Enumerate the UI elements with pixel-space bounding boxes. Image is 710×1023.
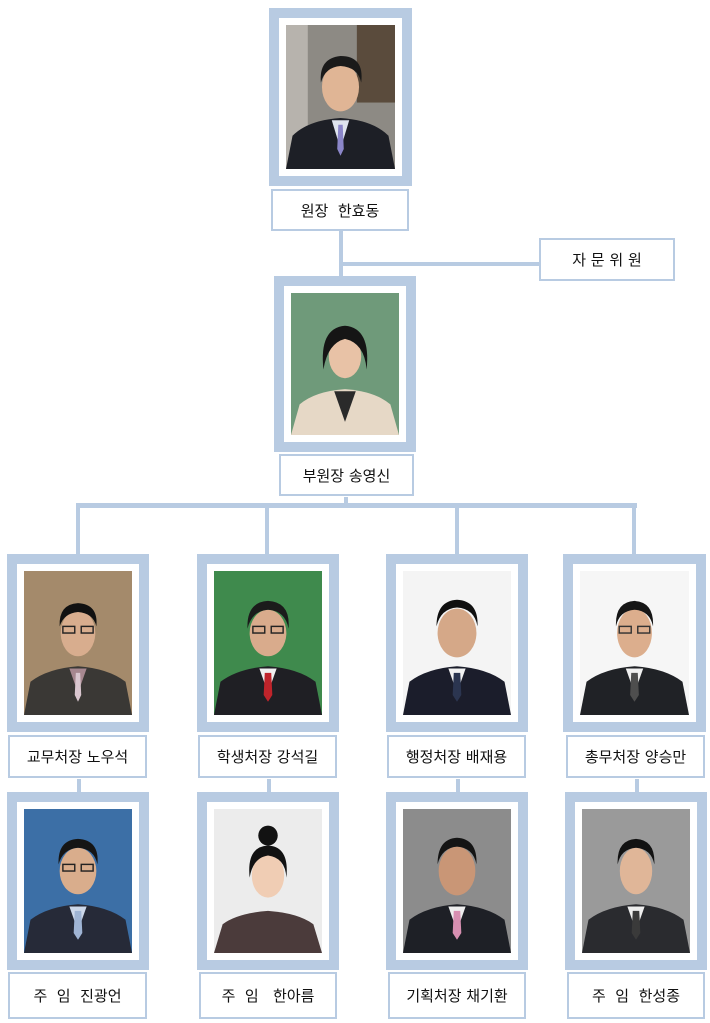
head-2-label: 학생처장 강석길 xyxy=(198,735,337,778)
staff-1-label: 주 임 진광언 xyxy=(8,972,147,1019)
connector-director-vice xyxy=(339,231,343,276)
head-2-photo xyxy=(214,571,322,715)
staff-4-photo-frame xyxy=(565,792,707,970)
head-4-photo-frame xyxy=(563,554,706,732)
director-label: 원장 한효동 xyxy=(271,189,409,231)
staff-4-label: 주 임 한성종 xyxy=(567,972,705,1019)
advisory-label: 자 문 위 원 xyxy=(539,238,675,281)
connector-head-staff-3 xyxy=(456,779,460,793)
head-2-photo-frame xyxy=(197,554,339,732)
staff-3-label: 기획처장 채기환 xyxy=(388,972,526,1019)
connector-head-staff-4 xyxy=(635,779,639,793)
head-3-label: 행정처장 배재용 xyxy=(387,735,526,778)
staff-1-photo xyxy=(24,809,132,953)
connector-drop-1 xyxy=(76,503,80,555)
head-1-photo-frame xyxy=(7,554,149,732)
connector-drop-3 xyxy=(455,503,459,555)
staff-4-photo xyxy=(582,809,690,953)
vice-director-label: 부원장 송영신 xyxy=(279,454,414,496)
head-3-photo-frame xyxy=(386,554,528,732)
staff-2-photo-frame xyxy=(197,792,339,970)
connector-drop-4 xyxy=(632,503,636,555)
staff-1-photo-frame xyxy=(7,792,149,970)
vice-director-photo xyxy=(291,293,399,435)
head-4-label: 총무처장 양승만 xyxy=(566,735,705,778)
connector-vice-branch xyxy=(344,497,348,505)
director-photo xyxy=(286,25,395,169)
vice-director-photo-frame xyxy=(274,276,416,452)
connector-head-staff-2 xyxy=(267,779,271,793)
connector-horizontal-bus xyxy=(76,503,637,508)
head-1-label: 교무처장 노우석 xyxy=(8,735,147,778)
staff-2-label: 주 임 한아름 xyxy=(199,972,337,1019)
staff-3-photo-frame xyxy=(386,792,528,970)
staff-3-photo xyxy=(403,809,511,953)
connector-head-staff-1 xyxy=(77,779,81,793)
head-3-photo xyxy=(403,571,511,715)
head-4-photo xyxy=(580,571,689,715)
connector-advisory xyxy=(339,262,541,266)
connector-drop-2 xyxy=(265,503,269,555)
staff-2-photo xyxy=(214,809,322,953)
director-photo-frame xyxy=(269,8,412,186)
head-1-photo xyxy=(24,571,132,715)
